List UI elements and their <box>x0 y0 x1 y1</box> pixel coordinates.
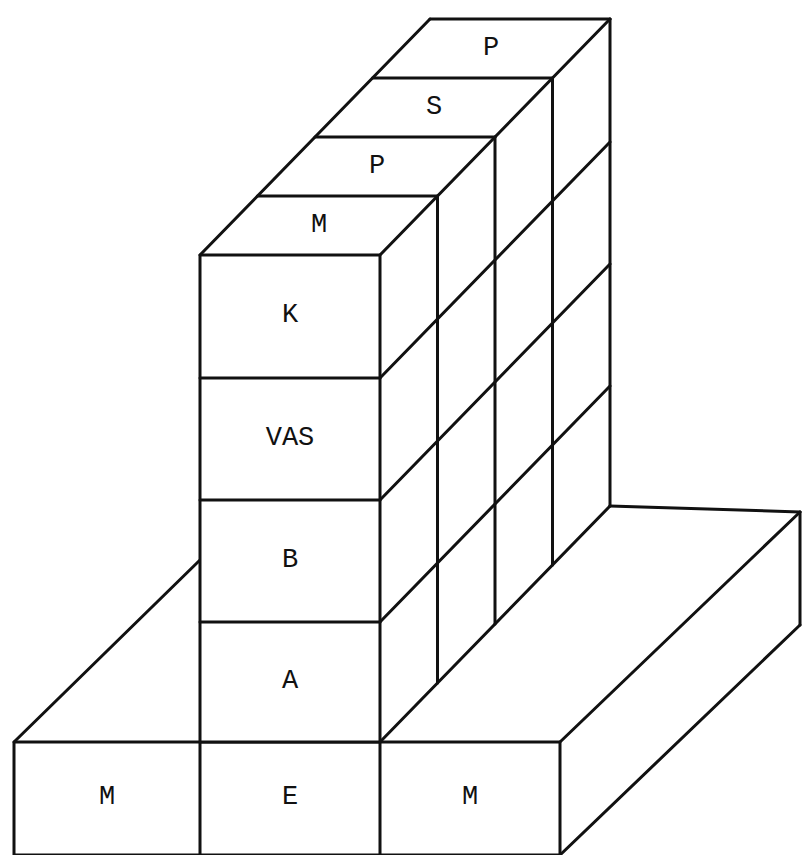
face-letter: A <box>278 665 302 699</box>
face-letter: S <box>422 91 446 125</box>
face-letter: P <box>479 32 503 66</box>
face-letter: M <box>458 781 482 815</box>
base-face: E <box>278 781 302 815</box>
base-face: M <box>95 781 119 815</box>
top-face: S <box>422 91 446 125</box>
front-face: K <box>278 299 302 333</box>
top-face: P <box>365 150 389 184</box>
front-face: A <box>278 665 302 699</box>
face-letter: VAS <box>262 422 319 456</box>
top-face: M <box>307 209 331 243</box>
top-face: P <box>479 32 503 66</box>
face-letter: M <box>307 209 331 243</box>
face-letter: P <box>365 150 389 184</box>
front-face: B <box>278 544 302 578</box>
face-letter: M <box>95 781 119 815</box>
face-letter: E <box>278 781 302 815</box>
face-letter: B <box>278 544 302 578</box>
face-letter: K <box>278 299 302 333</box>
base-face: M <box>458 781 482 815</box>
base-front <box>14 742 560 855</box>
column-front <box>200 255 380 742</box>
front-face: VAS <box>262 422 319 456</box>
